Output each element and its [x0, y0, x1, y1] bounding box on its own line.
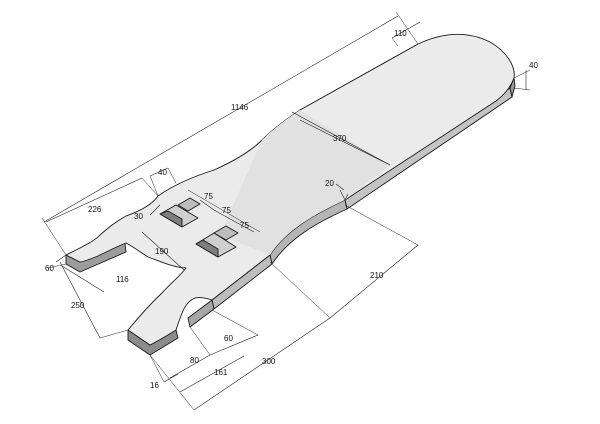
label-end-offset: 110 [394, 29, 407, 38]
label-lower-notch-a: 60 [224, 334, 233, 343]
panel-line-lower [299, 43, 419, 111]
label-lower-edge: 16 [150, 381, 159, 390]
slot-upper-wall [159, 210, 183, 228]
board-solid [65, 33, 516, 356]
label-mid-width: 370 [333, 134, 347, 143]
lower-tab-right-face [187, 299, 215, 328]
label-lower-offset: 210 [370, 271, 384, 280]
label-lower-notch-c: 161 [214, 368, 228, 377]
label-left-upper-width: 226 [88, 205, 102, 214]
label-slot-length: 190 [155, 247, 169, 256]
label-left-gap: 116 [116, 275, 129, 284]
slot-upper-small [177, 197, 201, 212]
label-upper-notch: 40 [158, 168, 167, 177]
dim-line-1146 [43, 15, 399, 223]
dimension-lines [41, 11, 531, 411]
label-left-lower-width: 250 [71, 301, 85, 310]
label-left-edge: 60 [45, 264, 54, 273]
label-lower-span: 300 [262, 357, 276, 366]
chamfer-edge [339, 189, 349, 201]
label-slot-a: 75 [204, 192, 213, 201]
label-notch-depth: 30 [134, 212, 143, 221]
slot-lower-wall [195, 239, 219, 258]
label-slot-c: 75 [240, 221, 249, 230]
label-slot-b: 75 [222, 206, 231, 215]
label-thickness: 40 [529, 61, 538, 70]
slot-lower-small [213, 225, 239, 241]
label-lower-notch-b: 80 [190, 356, 199, 365]
label-total-length: 1146 [231, 103, 249, 112]
dimension-labels: 1146 110 40 370 20 226 40 30 75 75 75 19… [45, 29, 538, 390]
board-mid-panel [220, 110, 390, 255]
label-chamfer-angle: 20 [325, 179, 334, 188]
panel-line-upper [291, 111, 391, 166]
